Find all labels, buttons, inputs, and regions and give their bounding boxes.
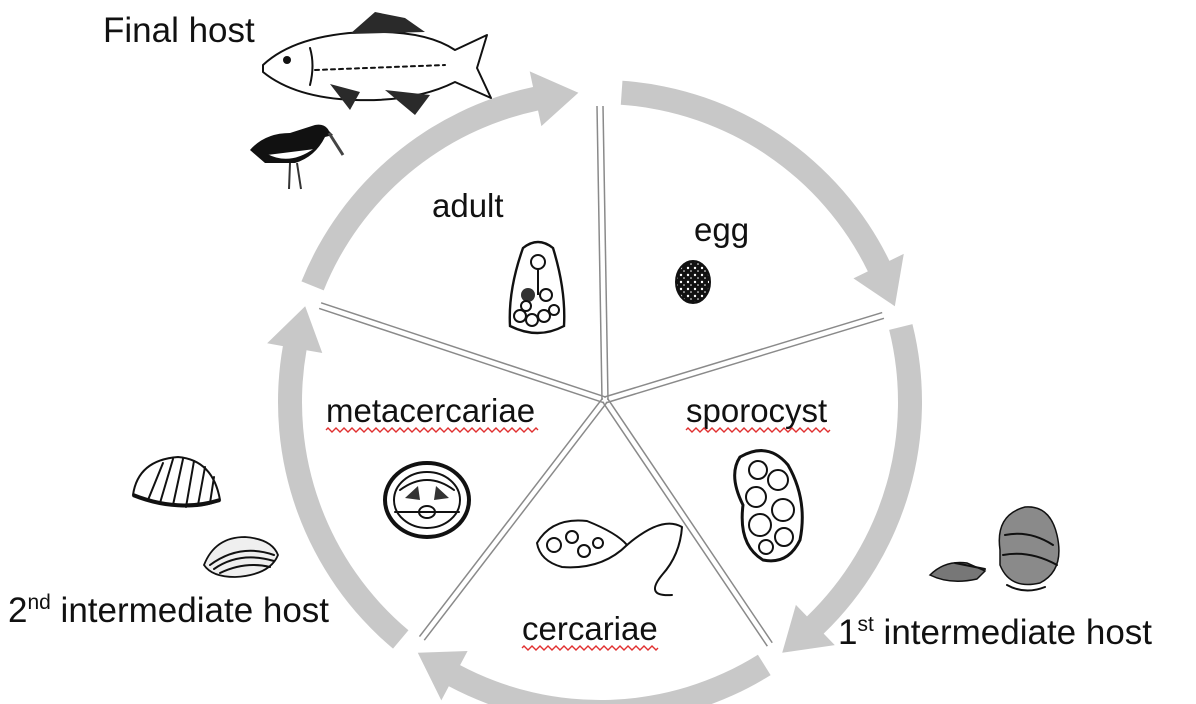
stage-label-sporocyst: sporocyst (686, 392, 827, 429)
snail-icon (930, 507, 1059, 591)
second-host-number: 2 (8, 591, 27, 630)
mussel-shell-icon (204, 537, 278, 577)
stage-dividers (319, 106, 884, 646)
stage-label-adult: adult (432, 187, 504, 224)
stage-label-egg: egg (694, 211, 749, 248)
adult-fluke-icon (510, 242, 565, 333)
first-host-number: 1 (838, 613, 857, 652)
second-host-suffix: nd (27, 591, 50, 614)
first-host-suffix: st (857, 613, 874, 636)
divider-line-0-0 (597, 106, 602, 400)
divider-line-0-1 (603, 106, 608, 400)
divider-line-1-0 (604, 313, 882, 398)
arrow-egg-to-sporocyst (621, 81, 904, 306)
divider-line-1-1 (606, 318, 884, 403)
fish-icon (263, 12, 491, 115)
final-host-label: Final host (103, 11, 255, 50)
stage-label-metacercariae: metacercariae (326, 392, 535, 429)
cockle-shell-icon (133, 457, 220, 507)
oystercatcher-bird-icon (250, 125, 343, 189)
stage-label-cercariae: cercariae (522, 610, 658, 647)
cercaria-icon (537, 520, 682, 595)
arrow-sporocyst-to-cercariae (782, 324, 922, 653)
first-host-text: intermediate host (874, 613, 1152, 652)
second-intermediate-host-label: 2nd intermediate host (8, 591, 329, 630)
metacercaria-cyst-icon (385, 463, 469, 537)
arrow-cercariae-to-metacercariae (418, 651, 771, 704)
sporocyst-icon (735, 451, 803, 561)
second-host-text: intermediate host (51, 591, 329, 630)
first-intermediate-host-label: 1st intermediate host (838, 613, 1152, 652)
egg-icon (676, 261, 710, 303)
